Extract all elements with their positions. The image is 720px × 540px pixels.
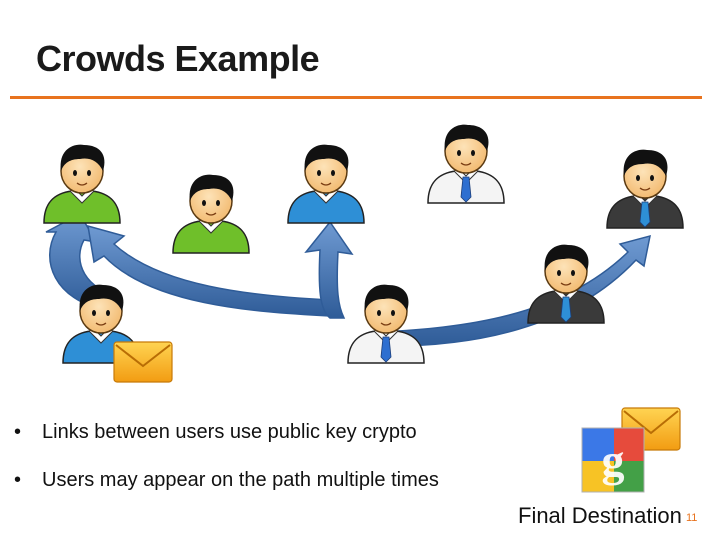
arrow-to-user-3 bbox=[304, 220, 354, 319]
user-icon bbox=[527, 244, 605, 324]
bullet-item: •Users may appear on the path multiple t… bbox=[14, 469, 439, 491]
svg-text:g: g bbox=[602, 435, 625, 486]
bullet-item: •Links between users use public key cryp… bbox=[14, 421, 417, 443]
user-icon bbox=[427, 124, 505, 204]
page-number: 11 bbox=[686, 512, 698, 524]
arrow-to-destination bbox=[378, 234, 651, 347]
arrow-curve-left bbox=[87, 224, 331, 317]
page-title: Crowds Example bbox=[36, 38, 320, 79]
user-icon bbox=[606, 149, 684, 229]
path-arrows bbox=[45, 212, 651, 347]
user-icon bbox=[43, 144, 121, 224]
title-underline bbox=[10, 96, 702, 99]
envelope-icon bbox=[113, 341, 173, 383]
user-icon bbox=[347, 284, 425, 364]
final-destination-label: Final Destination bbox=[518, 503, 682, 528]
google-logo-icon: g bbox=[581, 427, 645, 493]
user-icon bbox=[287, 144, 365, 224]
user-icon bbox=[172, 174, 250, 254]
bullet-list: •Links between users use public key cryp… bbox=[14, 420, 439, 516]
